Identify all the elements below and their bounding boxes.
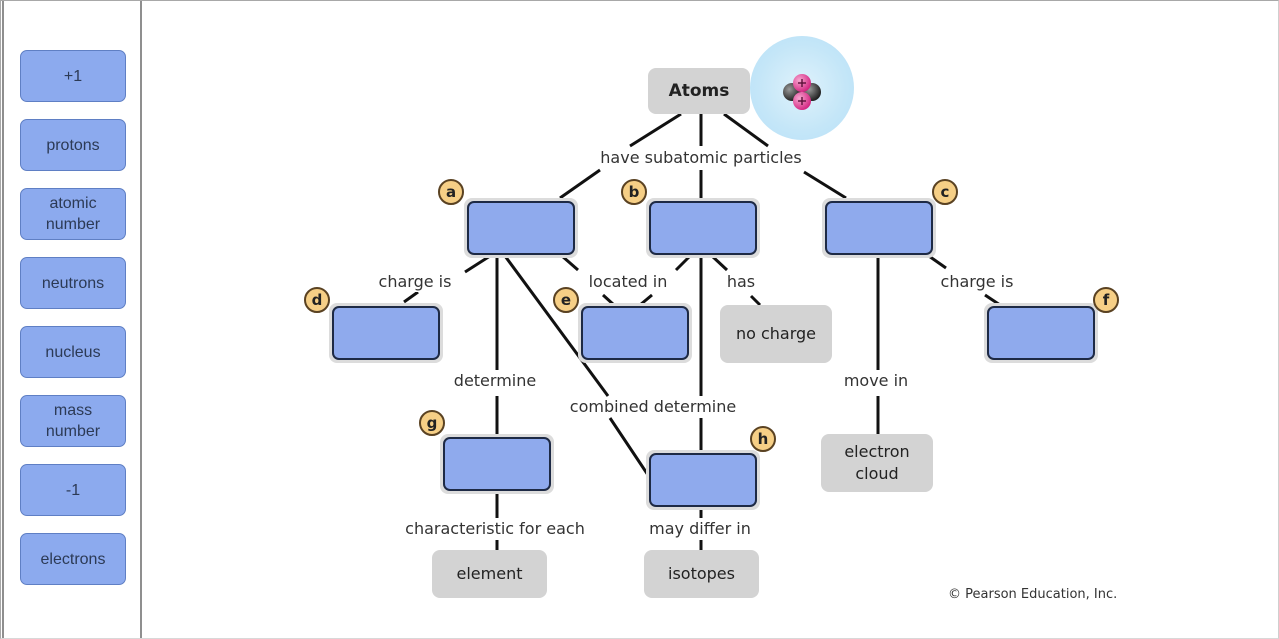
connector [710, 254, 729, 272]
title-node-atoms: Atoms [648, 68, 750, 114]
label-neutrons[interactable]: neutrons [20, 257, 126, 309]
connector [608, 417, 650, 476]
drop-target-h[interactable] [646, 450, 760, 510]
badge-g: g [419, 410, 445, 436]
connector [723, 112, 769, 148]
connector [674, 254, 692, 272]
connector [749, 294, 762, 307]
link-label-located-in: located in [586, 272, 670, 292]
label-atomic-number[interactable]: atomic number [20, 188, 126, 240]
connector [561, 254, 579, 272]
drop-target-e[interactable] [578, 303, 692, 363]
link-label-combined-determine: combined determine [567, 397, 739, 417]
link-label-determine: determine [451, 371, 539, 391]
node-electron-cloud: electron cloud [821, 434, 933, 492]
concept-map: Atoms have subatomic particles charge is [140, 0, 1277, 637]
link-label-move-in: move in [841, 371, 911, 391]
label-minus-one[interactable]: -1 [20, 464, 126, 516]
drop-zone[interactable] [581, 306, 689, 360]
copyright-notice: © Pearson Education, Inc. [948, 587, 1118, 602]
badge-a: a [438, 179, 464, 205]
link-label-has: has [724, 272, 758, 292]
badge-h: h [750, 426, 776, 452]
drop-zone[interactable] [649, 201, 757, 255]
atom-nucleus-icon [750, 36, 854, 140]
connector [559, 168, 601, 200]
drop-target-a[interactable] [464, 198, 578, 258]
label-nucleus[interactable]: nucleus [20, 326, 126, 378]
node-no-charge: no charge [720, 305, 832, 363]
drop-target-d[interactable] [329, 303, 443, 363]
label-electrons[interactable]: electrons [20, 533, 126, 585]
label-plus-one[interactable]: +1 [20, 50, 126, 102]
node-isotopes: isotopes [644, 550, 759, 598]
drop-zone[interactable] [443, 437, 551, 491]
drop-zone[interactable] [987, 306, 1095, 360]
drop-zone[interactable] [467, 201, 575, 255]
drop-zone[interactable] [825, 201, 933, 255]
connector [464, 254, 491, 274]
badge-f: f [1093, 287, 1119, 313]
label-protons[interactable]: protons [20, 119, 126, 171]
badge-e: e [553, 287, 579, 313]
connector [629, 112, 682, 148]
link-label-may-differ-in: may differ in [647, 519, 753, 539]
drop-zone[interactable] [649, 453, 757, 507]
connector [503, 255, 610, 397]
drop-target-f[interactable] [984, 303, 1098, 363]
drop-target-c[interactable] [822, 198, 936, 258]
connector [403, 290, 419, 304]
badge-b: b [621, 179, 647, 205]
drop-target-g[interactable] [440, 434, 554, 494]
connector [803, 170, 847, 200]
label-bank: +1 protons atomic number neutrons nucleu… [2, 1, 142, 638]
badge-d: d [304, 287, 330, 313]
drop-target-b[interactable] [646, 198, 760, 258]
link-label-charge-is-left: charge is [376, 272, 454, 292]
link-label-characteristic-for-each: characteristic for each [403, 519, 587, 539]
link-label-charge-is-right: charge is [938, 272, 1016, 292]
drop-zone[interactable] [332, 306, 440, 360]
badge-c: c [932, 179, 958, 205]
node-element: element [432, 550, 547, 598]
link-label-have-subatomic-particles: have subatomic particles [598, 148, 804, 168]
label-mass-number[interactable]: mass number [20, 395, 126, 447]
